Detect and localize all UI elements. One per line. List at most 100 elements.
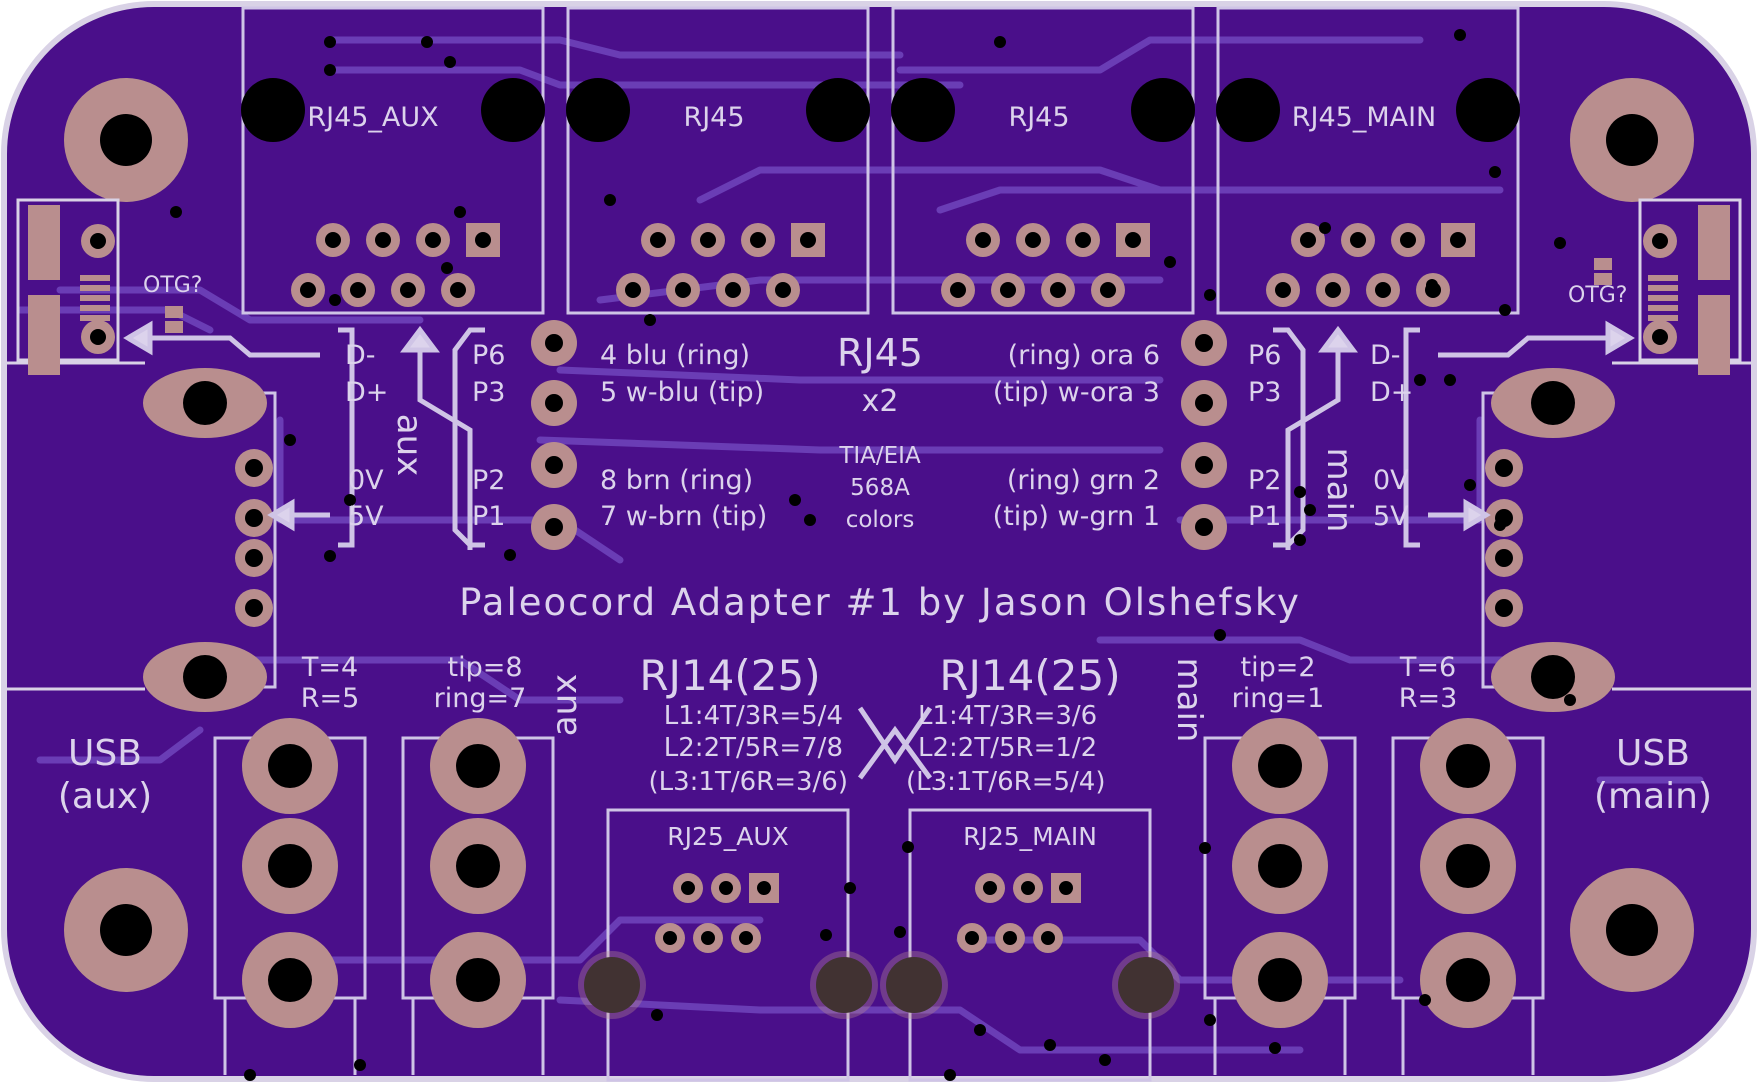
jack-hole — [268, 844, 312, 888]
left-zero-v: 0V — [348, 465, 384, 496]
wiring-silk — [123, 320, 1635, 780]
rj45-pin-hole — [750, 232, 766, 248]
vias — [170, 29, 1576, 1081]
jack-main2-line1: T=6 — [1399, 652, 1456, 683]
pair-right-1: (ring) ora 6 — [1008, 340, 1160, 371]
via — [441, 262, 453, 274]
via — [604, 194, 616, 206]
standard-line-1: TIA/EIA — [838, 443, 921, 469]
rj25-pin-hole — [1059, 881, 1073, 895]
right-d-plus: D+ — [1370, 377, 1413, 408]
left-port-label: aux — [389, 414, 429, 477]
connector-label-rj25-aux: RJ25_AUX — [667, 822, 789, 851]
rj14-aux-title: RJ14(25) — [639, 651, 820, 700]
via — [329, 294, 341, 306]
audio-jacks — [213, 718, 1545, 1075]
via — [1204, 289, 1216, 301]
rj45-pin-hole — [775, 282, 791, 298]
usb-connector-right — [1594, 198, 1742, 375]
via — [324, 64, 336, 76]
jack-hole — [268, 744, 312, 788]
via — [421, 36, 433, 48]
via — [894, 926, 906, 938]
jack-aux1-line2: R=5 — [301, 683, 360, 714]
jack-hole — [1446, 958, 1490, 1002]
rj45-pin-hole — [1025, 232, 1041, 248]
rj45-multiplier: x2 — [862, 384, 899, 419]
rj25-pin-hole — [1021, 881, 1035, 895]
left-p2: P2 — [472, 465, 505, 496]
pair-right-2: (tip) w-ora 3 — [993, 377, 1160, 408]
rj45-pin-pads — [291, 223, 1475, 307]
otg-label-left: OTG? — [143, 273, 202, 298]
rj45-pin-hole — [1125, 232, 1141, 248]
jack-hole — [1258, 958, 1302, 1002]
rj14-aux-side-label: aux — [545, 674, 585, 737]
via — [1564, 694, 1576, 706]
jack-aux2-line2: ring=7 — [434, 683, 527, 714]
via — [1204, 1014, 1216, 1026]
usb-module-left — [143, 368, 277, 712]
rj25-pin-hole — [739, 931, 753, 945]
via — [1294, 534, 1306, 546]
rj45-pin-hole — [325, 232, 341, 248]
rj25-footprints — [578, 808, 1180, 1082]
left-p1: P1 — [472, 501, 505, 532]
rj45-pin-hole — [425, 232, 441, 248]
rj45-pin-hole — [725, 282, 741, 298]
right-zero-v: 0V — [1373, 465, 1409, 496]
rj14-main-line1: L1:4T/3R=3/6 — [918, 701, 1097, 731]
via — [1044, 1039, 1056, 1051]
left-d-plus: D+ — [345, 377, 388, 408]
via — [1099, 1054, 1111, 1066]
via — [344, 494, 356, 506]
copper-traces — [16, 36, 1704, 1054]
rj25-pin-hole — [757, 881, 771, 895]
right-p2: P2 — [1248, 465, 1281, 496]
via — [444, 56, 456, 68]
right-p3: P3 — [1248, 377, 1281, 408]
usb-main-line1: USB — [1616, 733, 1690, 774]
rj25-pin-hole — [681, 881, 695, 895]
usb-aux-line1: USB — [68, 733, 142, 774]
jack-hole — [268, 958, 312, 1002]
pair-right-3: (ring) grn 2 — [1007, 465, 1160, 496]
rj14-main-title: RJ14(25) — [939, 651, 1120, 700]
via — [1419, 994, 1431, 1006]
via — [1554, 237, 1566, 249]
jack-hole — [456, 844, 500, 888]
connector-label-rj45-b: RJ45 — [1008, 102, 1069, 133]
rj25-pin-hole — [719, 881, 733, 895]
rj45-pin-hole — [450, 282, 466, 298]
via — [1494, 519, 1506, 531]
right-p6: P6 — [1248, 340, 1281, 371]
rj25-pin-hole — [1041, 931, 1055, 945]
standard-line-2: 568A — [850, 475, 910, 501]
jack-aux2-line1: tip=8 — [447, 652, 522, 683]
rj45-pin-hole — [475, 232, 491, 248]
rj45-pin-hole — [1300, 232, 1316, 248]
rj25-pin-hole — [983, 881, 997, 895]
rj45-pin-hole — [675, 282, 691, 298]
jack-hole — [456, 958, 500, 1002]
via — [789, 494, 801, 506]
via — [1319, 222, 1331, 234]
left-p3: P3 — [472, 377, 505, 408]
via — [644, 314, 656, 326]
jack-hole — [1446, 744, 1490, 788]
rj14-main-line3: (L3:1T/6R=5/4) — [906, 767, 1106, 797]
jack-main2-line2: R=3 — [1399, 683, 1458, 714]
rj45-pin-hole — [1400, 232, 1416, 248]
standard-line-3: colors — [846, 507, 915, 533]
left-p6: P6 — [472, 340, 505, 371]
via — [844, 882, 856, 894]
via — [1426, 279, 1438, 291]
right-p1: P1 — [1248, 501, 1281, 532]
rj45-pin-hole — [1100, 282, 1116, 298]
via — [244, 1069, 256, 1081]
rj14-main-line2: L2:2T/5R=1/2 — [918, 733, 1097, 763]
via — [1464, 479, 1476, 491]
right-port-label: main — [1319, 448, 1359, 533]
rj45-pin-hole — [300, 282, 316, 298]
